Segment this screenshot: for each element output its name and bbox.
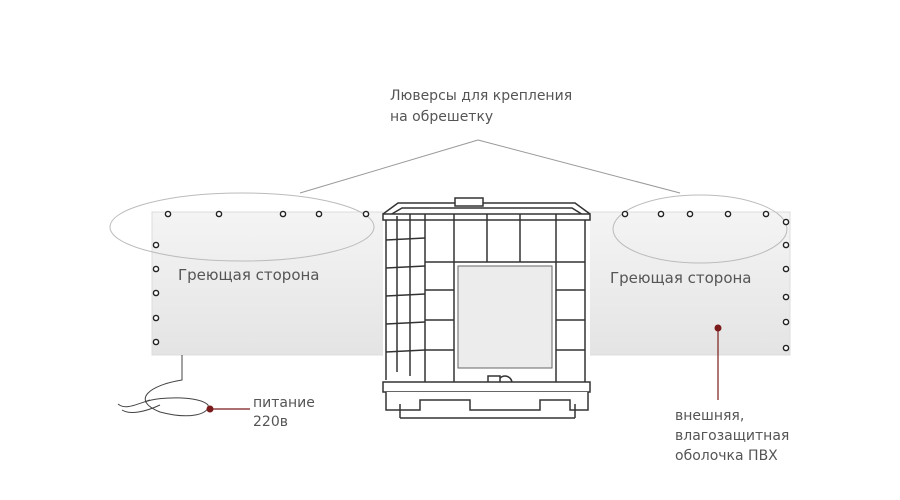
eyelets-label-line1: Люверсы для крепления [390,88,573,104]
pvc-shell-label-line2: влагозащитная [675,428,790,444]
power-label: питание 220в [253,394,315,432]
ibc-container-icon [382,197,591,419]
eyelets-label-line2: на обрешетку [390,109,494,125]
eyelet-pointer-lines [299,139,681,194]
power-cable-icon [117,355,209,417]
pvc-shell-label-line1: внешняя, [675,408,745,424]
power-label-line2: 220в [253,414,288,430]
pvc-shell-label-line3: оболочка ПВХ [675,448,778,464]
power-leader-dot [206,405,214,413]
shell-leader-dot [714,324,722,332]
eyelet-icon [152,210,790,352]
eyelet-highlight-left [109,192,375,262]
heating-side-left-label: Греющая сторона [178,266,320,284]
pvc-shell-label: внешняя, влагозащитная оболочка ПВХ [675,406,825,466]
eyelet-highlight-right [612,194,788,264]
power-label-line1: питание [253,395,315,411]
eyelets-label: Люверсы для крепления на обрешетку [390,86,610,128]
heating-side-right-label: Греющая сторона [610,269,752,287]
